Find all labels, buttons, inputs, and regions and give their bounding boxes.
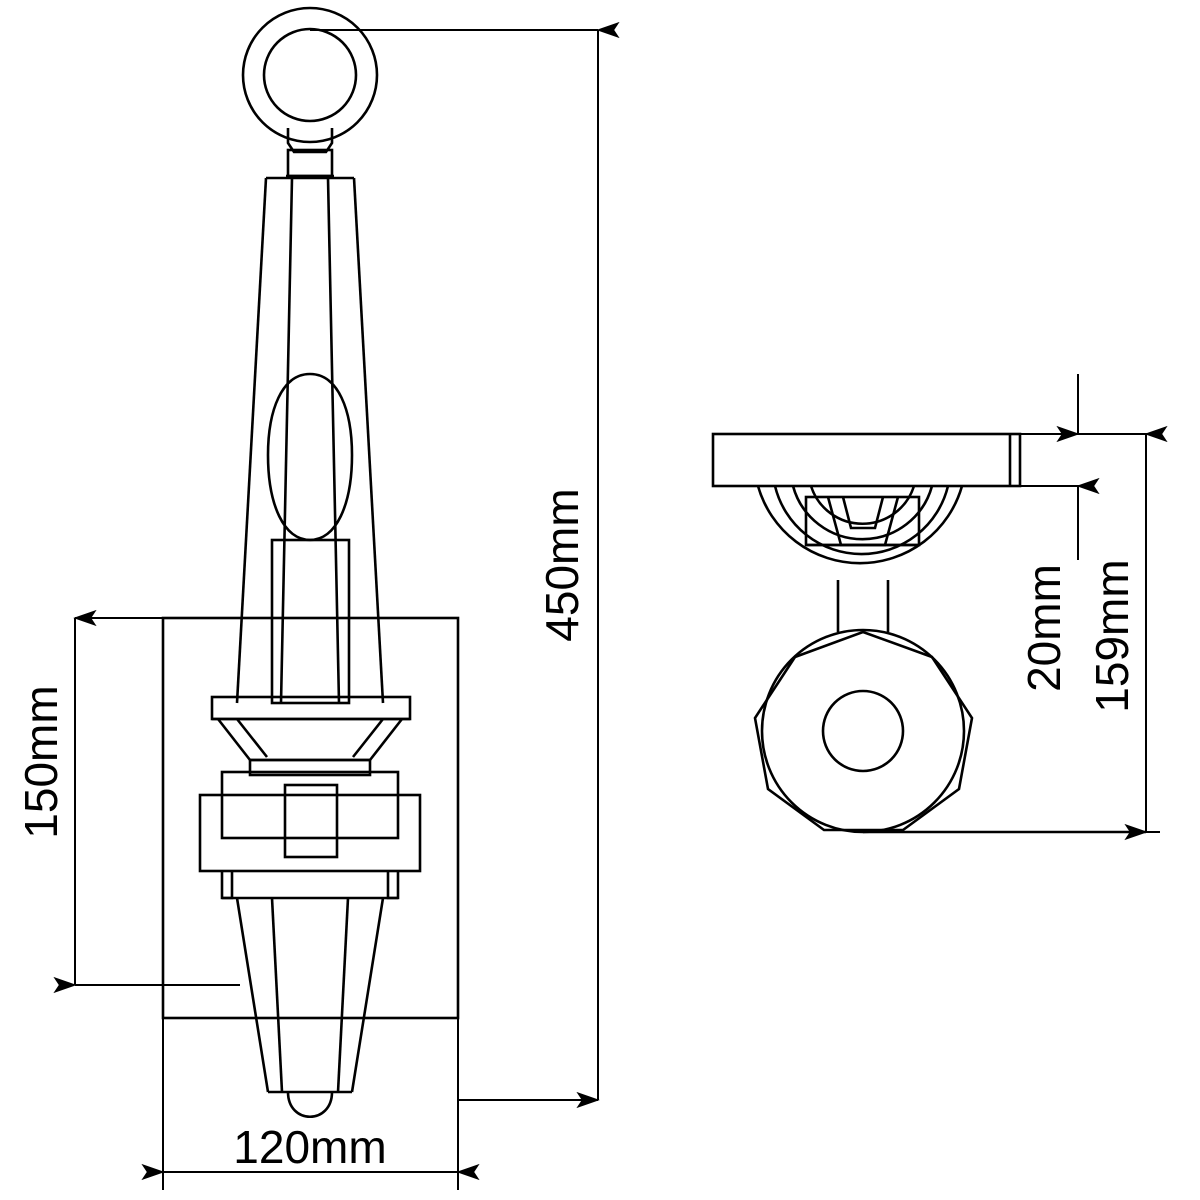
candle-tube (270, 538, 351, 705)
front-elevation-view (161, 6, 460, 1118)
dimension-label-450: 450mm (536, 488, 588, 641)
flame-detail (266, 372, 354, 542)
wall-backplate (161, 616, 460, 1020)
dimension-label-159: 159mm (1086, 559, 1138, 712)
mounting-plate (711, 432, 1022, 488)
dimension-label-150: 150mm (15, 685, 67, 838)
dimension-label-20: 20mm (1018, 564, 1070, 692)
dimension-120mm (141, 1018, 480, 1190)
washer-plate (248, 758, 372, 777)
dimension-annotations (53, 21, 1168, 1190)
suspension-ring (241, 6, 379, 144)
rounded-tip (286, 1091, 334, 1118)
nonagon-body (753, 628, 974, 834)
center-bore (821, 689, 905, 773)
arc-bracket (756, 485, 964, 565)
dimension-150mm (53, 609, 240, 994)
dimension-label-120: 120mm (233, 1121, 386, 1173)
dimension-20mm (1020, 374, 1100, 560)
bracket-detail-box (804, 495, 921, 547)
side-elevation-view (711, 432, 1146, 834)
lower-collar-left (220, 871, 234, 900)
ring-knuckle (286, 128, 334, 154)
conical-shade (216, 718, 404, 762)
lower-cone (235, 897, 385, 1094)
collar-band (286, 148, 334, 178)
dimension-159mm (1078, 425, 1168, 841)
center-block (283, 783, 339, 859)
dimension-450mm (310, 21, 620, 1109)
lower-collar-right (386, 871, 400, 900)
neck-stem (836, 580, 890, 632)
upper-flange (210, 695, 412, 721)
hub-body (198, 770, 422, 873)
tapered-upper-body (235, 176, 385, 704)
